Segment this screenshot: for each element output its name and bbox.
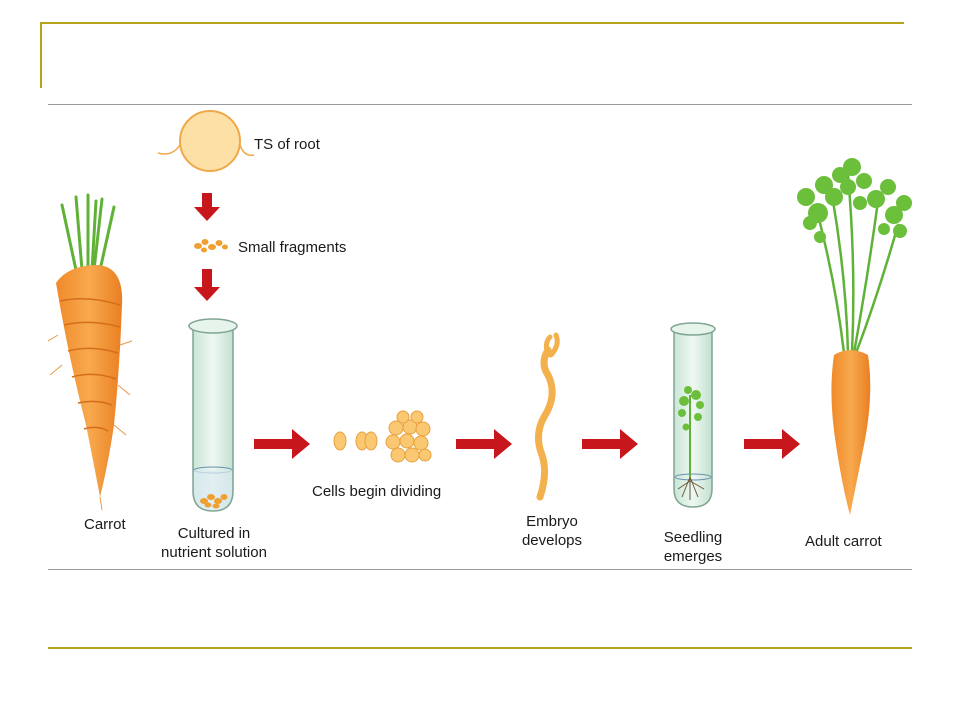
label-ts-of-root: TS of root	[254, 136, 320, 153]
carrot-image	[48, 193, 133, 511]
seedling-tube-image	[670, 322, 716, 508]
label-adult-carrot: Adult carrot	[805, 533, 882, 550]
right-arrow-1	[254, 429, 310, 459]
label-small-fragments: Small fragments	[238, 239, 347, 256]
diagram-canvas	[48, 110, 912, 515]
dividing-cells-image	[333, 410, 432, 463]
label-seedling: Seedling emerges	[663, 529, 723, 565]
down-arrow-1	[194, 193, 220, 221]
label-embryo: Embryo develops	[521, 513, 583, 549]
down-arrow-2	[194, 269, 220, 301]
right-arrow-4	[744, 429, 800, 459]
embryo-image	[535, 332, 560, 501]
culture-tube-image	[188, 318, 238, 512]
slide-bottom-rule	[48, 647, 912, 649]
right-arrow-2	[456, 429, 512, 459]
label-cultured: Cultured in nutrient solution	[161, 525, 267, 561]
slide-left-rule	[40, 22, 42, 88]
label-carrot: Carrot	[84, 516, 126, 533]
tissue-culture-diagram: TS of root Small fragments Carrot Cultur…	[48, 104, 912, 570]
adult-carrot-image	[797, 158, 912, 515]
right-arrow-3	[582, 429, 638, 459]
label-cells-dividing: Cells begin dividing	[312, 483, 442, 500]
root-section-image	[157, 110, 255, 172]
slide-top-rule	[40, 22, 904, 24]
fragments-image	[194, 239, 228, 253]
